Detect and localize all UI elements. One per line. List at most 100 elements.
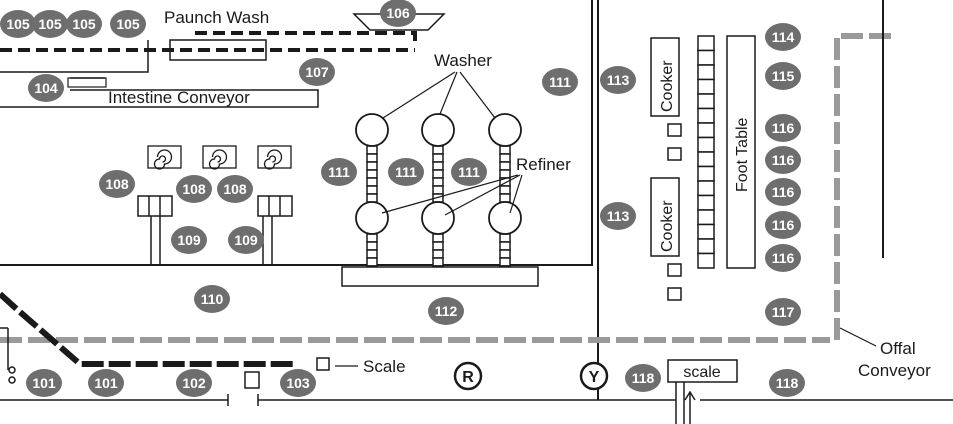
- badge-108: 108: [99, 170, 135, 198]
- scale-small-box: [316, 357, 330, 371]
- badge-number: 109: [234, 232, 258, 248]
- hoppers: [137, 195, 293, 265]
- badge-number: 118: [632, 370, 655, 386]
- ladder-rung: [499, 161, 511, 171]
- badge-number: 101: [32, 375, 56, 391]
- badge-number: 103: [286, 375, 310, 391]
- badge-number: 111: [328, 164, 350, 180]
- badge-107: 107: [299, 58, 335, 86]
- badge-116: 116: [765, 244, 801, 272]
- ladder-rung: [499, 153, 511, 163]
- badge-number: 111: [395, 164, 417, 180]
- cooker-top-box: [650, 37, 680, 117]
- ladder-rung: [366, 161, 378, 171]
- conveyor-segment: [697, 136, 715, 153]
- badge-106: 106: [380, 0, 416, 27]
- ladder-rung: [499, 257, 511, 267]
- badge-number: 112: [435, 303, 458, 319]
- conveyor-segment: [697, 35, 715, 52]
- ladder-rung: [432, 257, 444, 267]
- washer-unit: [488, 113, 522, 147]
- ladder-rung: [499, 185, 511, 195]
- badge-number: 113: [607, 72, 630, 88]
- ladder-rung: [366, 169, 378, 179]
- badge-number: 105: [116, 16, 140, 32]
- conveyor-segment: [697, 151, 715, 168]
- badge-116: 116: [765, 114, 801, 142]
- conveyor-segment: [697, 78, 715, 95]
- ladder-rung: [432, 177, 444, 187]
- scale-small-label: Scale: [363, 357, 406, 376]
- badge-118: 118: [625, 364, 661, 392]
- badge-109: 109: [171, 226, 207, 254]
- badge-101: 101: [88, 369, 124, 397]
- intestine-conveyor-label: Intestine Conveyor: [108, 88, 250, 107]
- badge-number: 113: [607, 208, 630, 224]
- conveyor-segment: [697, 194, 715, 211]
- badge-115: 115: [765, 62, 801, 90]
- ladder-rung: [432, 145, 444, 155]
- ladder-rung: [366, 185, 378, 195]
- swirl-tank: [147, 145, 182, 170]
- washer-refiner-units: [355, 113, 522, 235]
- ladder-rung: [432, 249, 444, 259]
- leader-lines: [335, 71, 877, 367]
- ladder-rung: [366, 249, 378, 259]
- badge-number: 111: [549, 74, 571, 90]
- badge-118: 118: [769, 369, 805, 397]
- ladder-rung: [499, 249, 511, 259]
- cooker-top-label: Cooker: [659, 60, 676, 112]
- ladder-rung: [432, 233, 444, 243]
- scale-box-label: scale: [683, 364, 720, 381]
- badge-number: 118: [776, 375, 799, 391]
- washer-unit: [355, 113, 389, 147]
- cooker-bottom-label: Cooker: [659, 200, 676, 252]
- badge-116: 116: [765, 146, 801, 174]
- badge-number: 105: [38, 16, 62, 32]
- swirl-tank: [257, 145, 292, 170]
- cooker-area: [650, 35, 756, 301]
- conveyor-segment: [697, 49, 715, 66]
- cooker-conveyor: [697, 35, 715, 269]
- ladder-rung: [366, 153, 378, 163]
- scale-box: [667, 359, 738, 383]
- badge-105: 105: [0, 10, 36, 38]
- offal-conveyor-label-line1: Offal: [880, 339, 916, 358]
- ladder-rung: [432, 241, 444, 251]
- badge-105: 105: [66, 10, 102, 38]
- badge-number: 116: [772, 120, 795, 136]
- refiner-label: Refiner: [516, 155, 571, 174]
- ladder-rung: [366, 233, 378, 243]
- washer-unit: [421, 113, 455, 147]
- paunch-wash-label: Paunch Wash: [164, 8, 269, 27]
- conveyor-segment: [697, 209, 715, 226]
- refiner-unit: [421, 201, 455, 235]
- badge-114: 114: [765, 23, 801, 51]
- badge-number: 106: [386, 5, 410, 21]
- swirl-tanks: [147, 145, 292, 170]
- cooker-bottom-box: [650, 177, 680, 257]
- text-labels: Paunch Wash Intestine Conveyor Washer Re…: [108, 8, 931, 381]
- badge-109: 109: [228, 226, 264, 254]
- letter-markers: R Y: [453, 361, 609, 391]
- badge-105: 105: [110, 10, 146, 38]
- refiner-base-platform: [341, 266, 539, 287]
- conveyor-segment: [697, 122, 715, 139]
- ladder-rung: [499, 145, 511, 155]
- ladder-rung: [366, 257, 378, 267]
- ladder-rung: [499, 241, 511, 251]
- badge-number: 108: [182, 181, 206, 197]
- badge-number: 115: [772, 68, 795, 84]
- conveyor-segment: [697, 107, 715, 124]
- badge-number: 105: [6, 16, 30, 32]
- ladder-rung: [432, 153, 444, 163]
- room-walls: [0, 0, 599, 400]
- badge-102: 102: [176, 369, 212, 397]
- lower-fixtures: [0, 327, 953, 424]
- refiner-unit: [355, 201, 389, 235]
- conveyor-segment: [697, 180, 715, 197]
- badge-number: 107: [305, 64, 329, 80]
- badge-117: 117: [765, 298, 801, 326]
- paunch-wash-area: [0, 13, 446, 108]
